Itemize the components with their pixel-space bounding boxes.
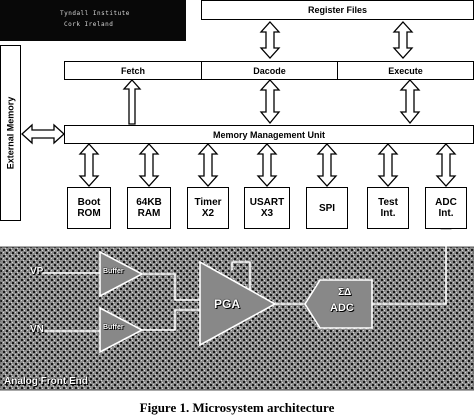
pga-label: PGA [214,297,241,311]
figure-caption: Figure 1. Microsystem architecture [139,400,335,415]
execute-stage: Execute [337,61,474,80]
external-memory-box: External Memory [0,45,21,221]
pga-shape [199,260,277,347]
boot-rom-box: Boot ROM [67,187,111,229]
spi-label: SPI [318,202,336,214]
boot-arrow [78,143,100,187]
ram-arrow [138,143,160,187]
mmu-label: Memory Management Unit [212,129,326,140]
pga-feedback [231,261,251,290]
register-files-box: Register Files [201,0,474,20]
test-int-label: Test Int. [378,197,398,219]
buffer-top-shape [99,250,144,298]
buffer-top-to-pga [142,273,200,301]
test-int-box: Test Int. [367,187,409,229]
fetch-label: Fetch [120,65,145,76]
regfile-arrow-left [259,21,281,59]
logo-line-1: Tyndall Institute [60,10,130,17]
adc-output-line [372,225,447,305]
fetch-stage: Fetch [64,61,202,80]
boot-rom-label: Boot ROM [77,197,101,219]
buffer-bottom-shape [99,306,144,354]
external-memory-label: External Memory [5,96,16,170]
vn-label: VN [30,324,44,335]
adc-int-box: ADC Int. [425,187,467,229]
timer-arrow [197,143,219,187]
buffer-bottom-to-pga [142,309,200,331]
external-memory-arrow [21,123,65,145]
decode-label: Dacode [253,65,286,76]
fetch-arrow [122,79,142,125]
adc-label-line2: ADC [330,302,354,314]
adc-int-arrow [435,143,457,187]
test-arrow [377,143,399,187]
mmu-to-peripheral-arrows [78,143,457,187]
usart-arrow [256,143,278,187]
logo-line-2: Cork Ireland [64,21,114,28]
regfile-arrow-right [392,21,414,59]
execute-arrow [399,79,421,125]
pipeline-to-mmu-arrows [122,79,421,125]
analog-front-end-label: Analog Front End [4,376,88,387]
institution-logo: Tyndall Institute Cork Ireland [0,0,186,41]
usart-box: USART X3 [244,187,290,229]
ram-label: 64KB RAM [136,197,162,219]
register-files-label: Register Files [307,5,368,15]
ram-box: 64KB RAM [127,187,171,229]
decode-stage: Dacode [201,61,338,80]
spi-arrow [316,143,338,187]
mmu-box: Memory Management Unit [64,125,474,144]
timer-box: Timer X2 [187,187,229,229]
vp-label: VP [30,266,44,277]
decode-arrow [259,79,281,125]
timer-label: Timer X2 [194,197,222,219]
buffer-bottom-label: Buffer [103,324,124,331]
adc-int-label: ADC Int. [435,197,457,219]
buffer-top-label: Buffer [103,268,124,275]
adc-label-line1: ΣΔ [338,287,352,298]
execute-label: Execute [388,65,423,76]
register-to-pipeline-arrows [259,21,414,59]
spi-box: SPI [306,187,348,229]
afe-signal-path [42,225,447,354]
usart-label: USART X3 [249,197,285,219]
